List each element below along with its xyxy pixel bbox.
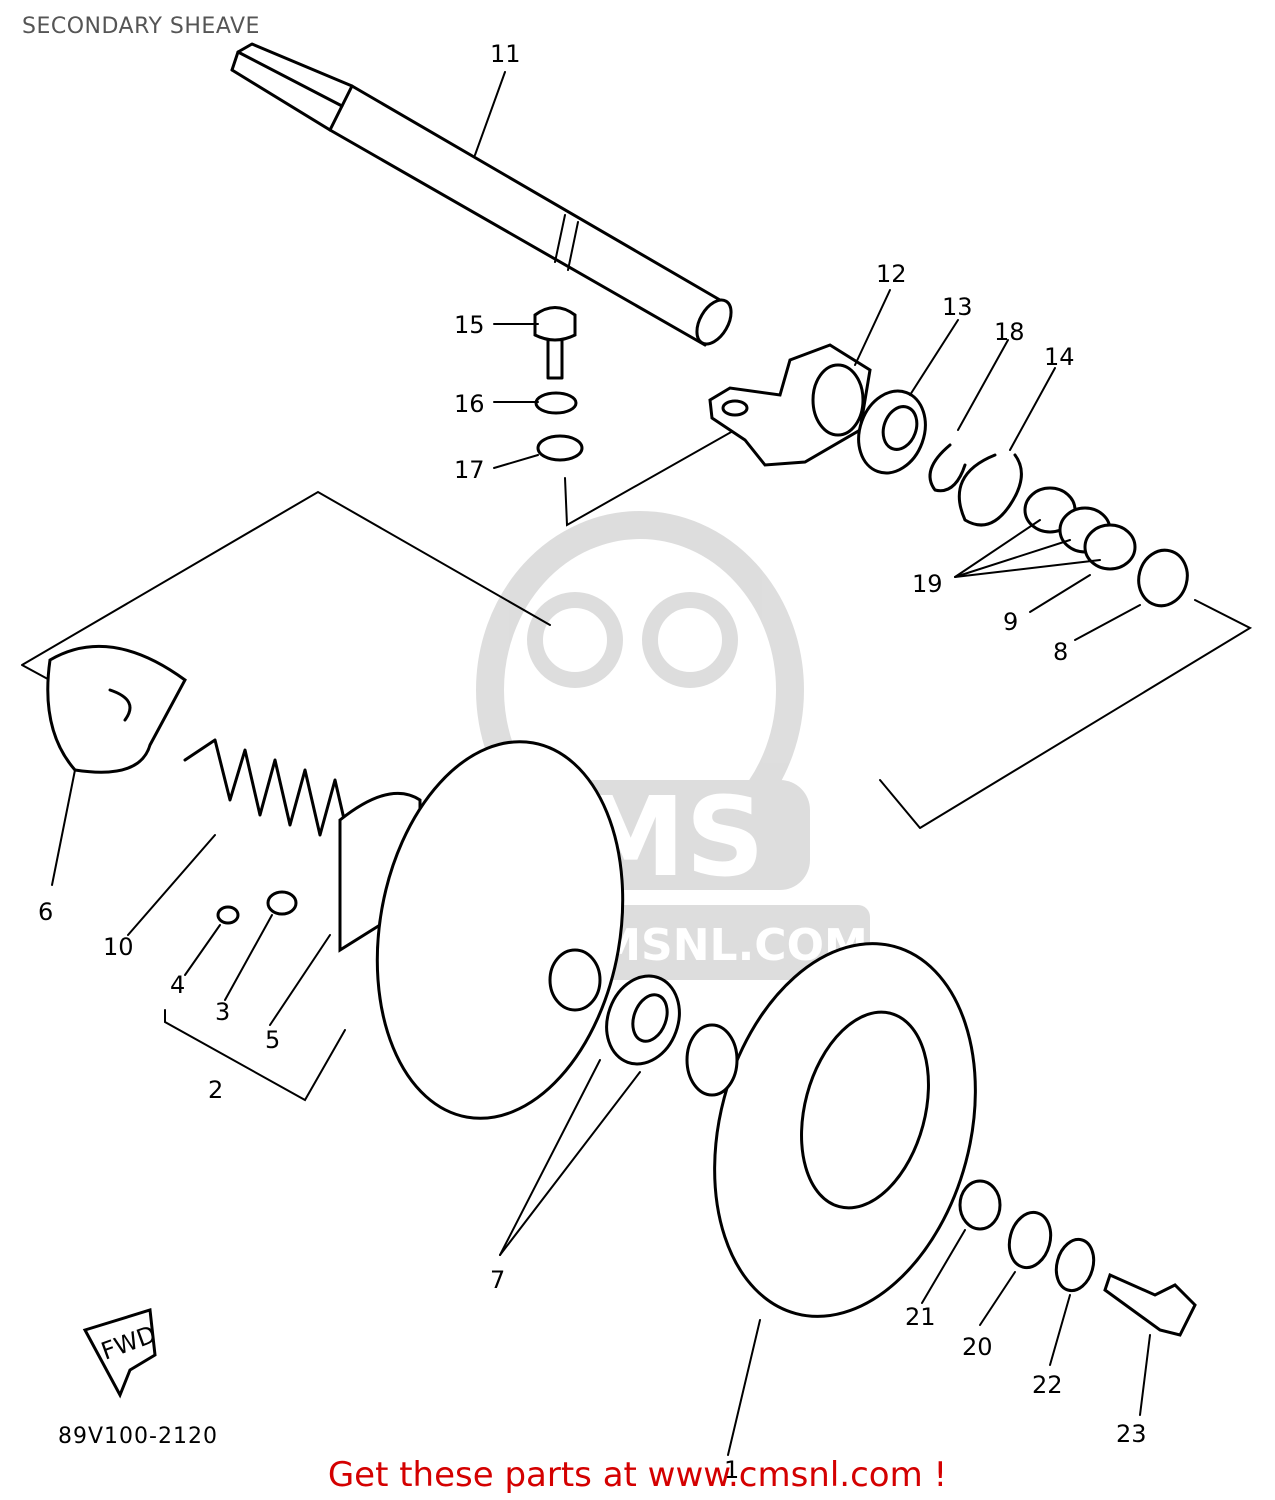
callout-23: 23 [1116,1420,1147,1448]
callout-21: 21 [905,1303,936,1331]
fwd-arrow-icon: FWD [82,1308,160,1399]
parts-18-14-clips [928,443,1023,527]
callout-20: 20 [962,1333,993,1361]
parts-15-17-fasteners [533,306,771,527]
part-6-cam [46,644,187,774]
sliding-sheave [216,740,625,1120]
callout-13: 13 [942,293,973,321]
callout-10: 10 [103,933,134,961]
callout-16: 16 [454,390,485,418]
callout-14: 14 [1044,343,1075,371]
callout-numbers: 11 12 13 18 14 15 16 17 19 9 8 6 10 4 3 … [38,40,1147,1484]
callout-4: 4 [170,971,185,999]
callout-11: 11 [490,40,521,68]
callout-18: 18 [994,318,1025,346]
leader-lines [51,71,1151,1416]
callout-2: 2 [208,1076,223,1104]
part-11-shaft [230,42,733,347]
callout-3: 3 [215,998,230,1026]
callout-12: 12 [876,260,907,288]
diagram-code: 89V100-2120 [58,1424,218,1449]
callout-7: 7 [490,1266,505,1294]
page-title: SECONDARY SHEAVE [22,14,260,39]
callout-17: 17 [454,456,485,484]
assembly-outline [21,490,1253,829]
part-10-spring [183,738,352,847]
callout-22: 22 [1032,1371,1063,1399]
callout-15: 15 [454,311,485,339]
part-13-bearing [857,389,927,475]
part-1-fixed-sheave [685,942,977,1456]
promo-link[interactable]: Get these parts at www.cmsnl.com ! [327,1455,948,1495]
callout-19: 19 [912,570,943,598]
callout-6: 6 [38,898,53,926]
callout-8: 8 [1053,638,1068,666]
part-12-bracket [708,343,872,467]
parts-20-23-hardware [958,1179,1197,1337]
callout-1: 1 [724,1456,739,1484]
part-7-seals [499,974,681,1256]
parts-19-9-8-washers [954,486,1189,608]
callout-5: 5 [265,1026,280,1054]
callout-9: 9 [1003,608,1018,636]
